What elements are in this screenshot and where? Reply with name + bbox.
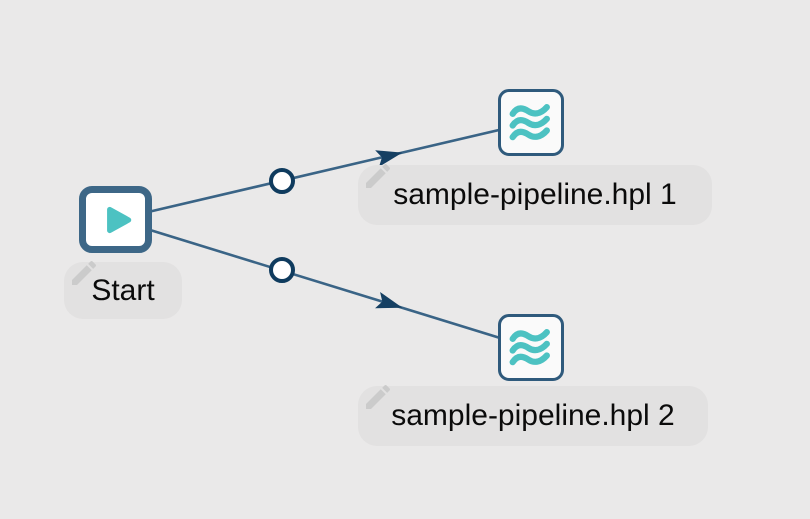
hop-line — [115, 121, 532, 221]
hop-enable-circle[interactable] — [269, 257, 295, 283]
hop-arrow-icon — [375, 292, 403, 309]
hop-arrow-icon — [375, 150, 403, 167]
hop-line — [115, 218, 532, 349]
pipeline-waves-icon — [509, 328, 550, 365]
hop-enable-circle[interactable] — [269, 168, 295, 194]
pipeline-1-label-text: sample-pipeline.hpl 1 — [393, 178, 677, 211]
pipeline-2-label-text: sample-pipeline.hpl 2 — [391, 399, 675, 432]
start-node-label[interactable]: Start — [64, 260, 182, 319]
pipeline-waves-icon — [509, 103, 550, 140]
start-action-node[interactable] — [79, 186, 152, 253]
hop-start-to-pipeline-1 — [115, 121, 532, 221]
start-node-label-text: Start — [91, 273, 155, 307]
pipeline-action-node-1[interactable] — [498, 89, 564, 156]
pipeline-action-node-2[interactable] — [498, 314, 564, 381]
play-icon — [106, 206, 131, 233]
pipeline-2-label[interactable]: sample-pipeline.hpl 2 — [358, 384, 708, 446]
pipeline-1-label[interactable]: sample-pipeline.hpl 1 — [358, 163, 712, 225]
hop-start-to-pipeline-2 — [115, 218, 532, 349]
